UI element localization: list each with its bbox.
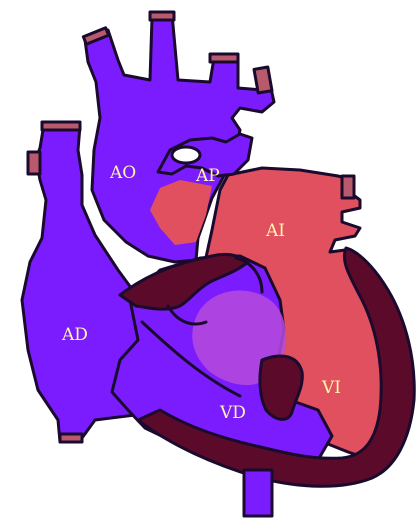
aorta-right-branch-cut-end <box>210 54 238 62</box>
pulmonary-artery-lumen <box>172 147 200 163</box>
label-ap: AP <box>195 166 220 186</box>
pulmonary-vein-cut-end <box>342 176 354 198</box>
label-vd: VD <box>219 403 246 423</box>
label-ai: AI <box>265 221 285 241</box>
label-ao: AO <box>109 163 136 183</box>
ivc-cut-end-left <box>60 434 82 442</box>
pulmonary-right-branch-cut-end <box>254 67 272 93</box>
label-ad: AD <box>61 325 88 345</box>
label-vi: VI <box>321 378 341 398</box>
vessel-stub-left-upper <box>28 152 40 174</box>
inferior-vena-cava <box>244 470 272 516</box>
aorta-mid-branch-cut-end <box>150 12 174 20</box>
svc-cut-end <box>42 122 80 130</box>
